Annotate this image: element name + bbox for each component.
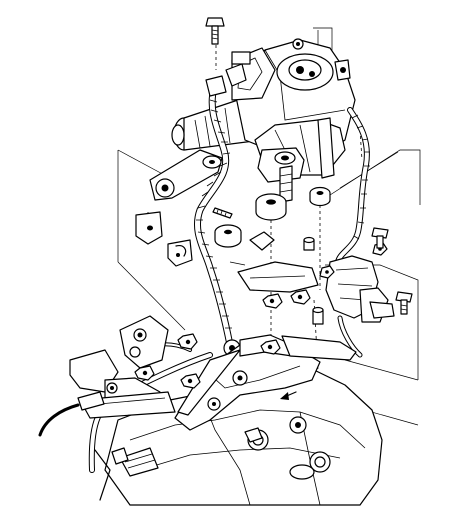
bottom-left-fitting <box>94 447 159 501</box>
control-link-arm <box>149 149 223 201</box>
bolt-icon <box>205 17 225 45</box>
left-bracket-plate <box>38 315 176 437</box>
bolt-icon <box>371 227 413 315</box>
nut-icon <box>134 289 311 389</box>
wire-harness-right <box>319 107 395 358</box>
screw-icon <box>212 207 233 219</box>
grommet-icon <box>135 211 193 267</box>
shift-cable-bracket <box>88 334 321 473</box>
harness-support-bracket <box>237 231 357 361</box>
mounting-bracket-grommet <box>257 147 305 203</box>
